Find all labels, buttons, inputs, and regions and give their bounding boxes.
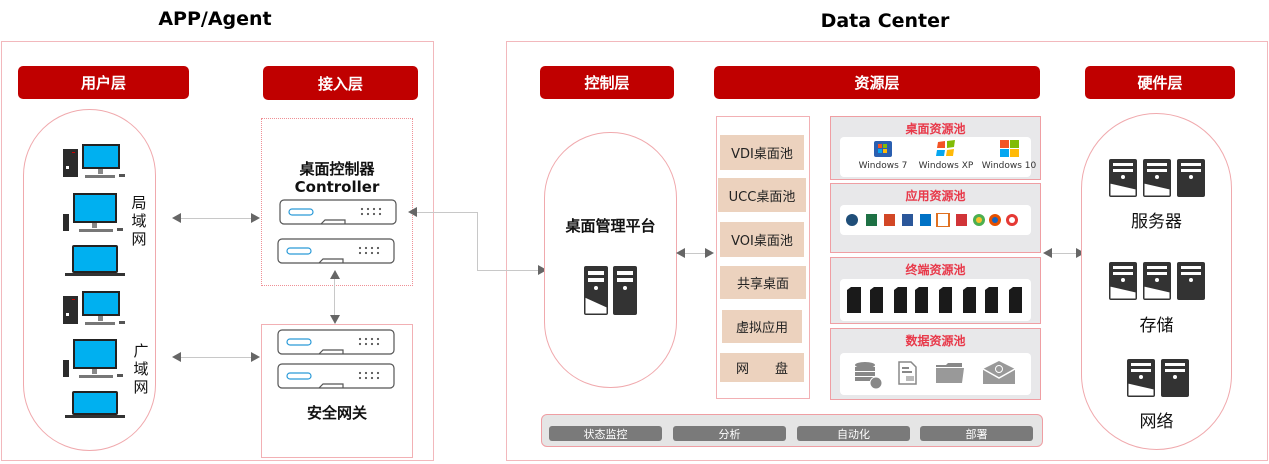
arrow-left-icon: [408, 207, 417, 217]
server-rack-icon: [1109, 159, 1205, 197]
database-icon: [855, 362, 883, 390]
app-icons-row: [846, 213, 1018, 227]
pool-item-netdisk[interactable]: 网 盘: [720, 353, 804, 382]
laptop-icon: [65, 245, 125, 276]
connector-segment: [477, 212, 478, 270]
pool-item-shared-desktop[interactable]: 共享桌面: [720, 266, 806, 299]
terminal-pool-content: [840, 279, 1031, 321]
connector-controller-platform: [414, 212, 478, 213]
server-appliance-icon: [279, 199, 397, 225]
wan-label: 广域网: [133, 342, 149, 396]
section-title-app-agent: APP/Agent: [158, 8, 272, 30]
arrow-down-icon: [330, 315, 340, 324]
storage-label: 存储: [1139, 316, 1174, 336]
network-label: 网络: [1139, 412, 1174, 432]
pool-item-ucc[interactable]: UCC桌面池: [718, 178, 806, 212]
desktop-computer-icon: [63, 291, 125, 325]
gateway-box: [261, 324, 413, 458]
connector-wan-gateway: [178, 357, 258, 358]
desktop-pool-content: Windows 7 Windows XP Windows 10: [840, 137, 1036, 177]
windows10-logo-icon: [1000, 140, 1019, 157]
terminal-resource-pool: 终端资源池: [830, 257, 1041, 324]
platform-label: 桌面管理平台: [565, 217, 656, 235]
arrow-left-icon: [676, 248, 685, 258]
status-monitor-button[interactable]: 状态监控: [549, 426, 662, 441]
arrow-right-icon: [251, 213, 260, 223]
arrow-left-icon: [172, 213, 181, 223]
connector-segment: [477, 270, 539, 271]
connector-resource-hardware: [1047, 253, 1082, 254]
controller-title-en: Controller: [294, 178, 380, 196]
desktop-resource-pool: 桌面资源池 Windows 7 Windows XP Windows 10: [830, 116, 1041, 180]
document-icon: [898, 361, 917, 385]
arrow-left-icon: [172, 352, 181, 362]
connector-controller-gateway: [334, 272, 335, 322]
desktop-computer-icon: [63, 193, 123, 232]
layer-header-user: 用户层: [18, 66, 189, 99]
data-center-frame: [506, 41, 1268, 461]
layer-header-access: 接入层: [263, 66, 418, 100]
windowsxp-logo-icon: [936, 140, 955, 156]
data-pool-title: 数据资源池: [905, 334, 966, 348]
connector-platform-pools: [680, 253, 710, 254]
data-pool-content: [840, 353, 1031, 395]
arrow-right-icon: [251, 352, 260, 362]
network-rack-icon: [1127, 359, 1189, 397]
controller-box: [261, 118, 413, 286]
arrow-right-icon: [1076, 248, 1085, 258]
lan-label: 局域网: [131, 194, 147, 248]
os-label: Windows XP: [918, 161, 974, 171]
deploy-button[interactable]: 部署: [920, 426, 1033, 441]
automation-button[interactable]: 自动化: [797, 426, 910, 441]
gateway-label: 安全网关: [306, 404, 367, 422]
server-appliance-icon: [277, 238, 395, 264]
data-resource-pool: 数据资源池: [830, 328, 1041, 400]
pool-item-voi[interactable]: VOI桌面池: [720, 222, 804, 257]
app-agent-frame: [1, 41, 434, 461]
layer-header-control: 控制层: [540, 66, 674, 99]
thin-client-terminals-icon: [847, 287, 1022, 313]
server-label: 服务器: [1131, 212, 1182, 232]
storage-rack-icon: [1109, 262, 1205, 300]
laptop-icon: [65, 391, 125, 418]
layer-header-resource: 资源层: [714, 66, 1040, 99]
analysis-button[interactable]: 分析: [673, 426, 786, 441]
folder-icon: [936, 363, 964, 383]
app-resource-pool: 应用资源池: [830, 183, 1041, 253]
email-icon: [982, 361, 1016, 384]
os-label: Windows 10: [981, 161, 1037, 171]
os-label: Windows 7: [858, 161, 908, 171]
control-layer-capsule: [544, 132, 677, 388]
server-appliance-icon: [277, 363, 395, 389]
server-appliance-icon: [277, 329, 395, 355]
connector-lan-controller: [178, 218, 258, 219]
layer-header-hardware: 硬件层: [1085, 66, 1235, 99]
arrow-up-icon: [330, 270, 340, 279]
pool-list-box: [716, 116, 810, 399]
terminal-pool-title: 终端资源池: [905, 263, 966, 277]
arrow-right-icon: [705, 248, 714, 258]
pool-item-vdi[interactable]: VDI桌面池: [720, 135, 804, 170]
section-title-data-center: Data Center: [820, 10, 950, 32]
server-tower-icon: [584, 266, 637, 315]
app-pool-title: 应用资源池: [905, 189, 966, 203]
arrow-left-icon: [1043, 248, 1052, 258]
arrow-right-icon: [538, 265, 547, 275]
controller-title-cn: 桌面控制器: [299, 160, 375, 178]
pool-item-virtual-app[interactable]: 虚拟应用: [722, 310, 802, 343]
desktop-computer-icon: [63, 144, 125, 178]
desktop-pool-title: 桌面资源池: [905, 122, 966, 136]
app-pool-content: [840, 205, 1031, 235]
windows7-logo-icon: [874, 141, 892, 157]
desktop-computer-icon: [63, 339, 123, 378]
